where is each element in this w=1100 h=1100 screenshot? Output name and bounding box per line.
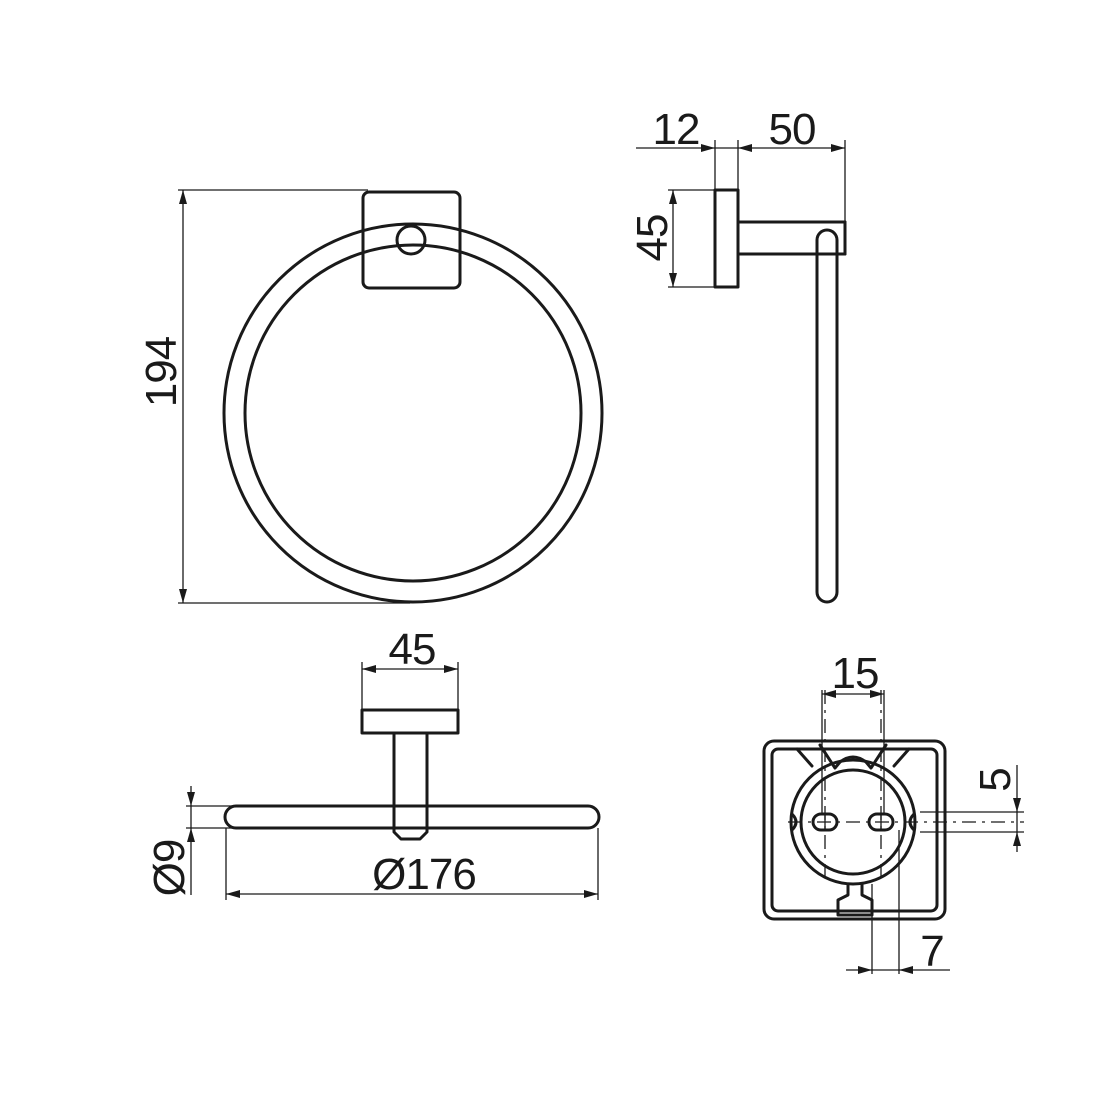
back-view: 15 5 7	[762, 649, 1024, 976]
mount-knob	[395, 224, 427, 256]
top-view: 45 Ø9 Ø176	[145, 625, 601, 900]
arrow-head	[584, 890, 598, 898]
arrow-head	[858, 966, 872, 974]
arrow-head	[870, 690, 884, 698]
arrow-head	[362, 665, 376, 673]
arrow-head	[1013, 798, 1021, 812]
side-view: 12 50 45	[628, 105, 847, 604]
plate-height-label: 45	[628, 215, 677, 262]
top-plate-width-label: 45	[389, 625, 436, 674]
hole-spacing-label: 15	[832, 649, 879, 698]
arrow-head	[831, 144, 845, 152]
ring-outer	[222, 222, 604, 604]
front-view: 194	[137, 189, 604, 604]
screw-hole-right	[867, 812, 895, 832]
arrow-head	[701, 144, 715, 152]
arrow-head	[669, 190, 677, 204]
top-notch	[818, 743, 888, 770]
hole-offset-label: 5	[971, 768, 1020, 791]
back-plate-outer	[762, 739, 947, 921]
plate-thickness-label: 12	[653, 105, 700, 154]
arrow-head	[187, 828, 195, 842]
arrow-head	[738, 144, 752, 152]
projection-label: 50	[769, 105, 816, 154]
ring-inner	[243, 243, 583, 583]
set-screw	[836, 882, 874, 917]
ring-diameter-label: Ø176	[372, 850, 476, 899]
arrow-head	[179, 190, 187, 204]
ring-side-profile	[815, 228, 839, 604]
top-wall-plate	[360, 708, 460, 735]
arrow-head	[226, 890, 240, 898]
side-wall-plate	[713, 188, 740, 289]
wedge-line	[795, 747, 814, 768]
rod-diameter-label: Ø9	[145, 840, 194, 897]
arrow-head	[899, 966, 913, 974]
arrow-head	[444, 665, 458, 673]
arrow-head	[669, 273, 677, 287]
wedge-line	[892, 747, 911, 768]
arrow-head	[822, 690, 836, 698]
slot-width-label: 7	[920, 927, 943, 976]
back-plate-inner	[770, 747, 939, 913]
screw-hole-left	[811, 812, 839, 832]
height-label: 194	[137, 336, 186, 407]
arrow-head	[187, 792, 195, 806]
top-arm	[392, 731, 429, 841]
arrow-head	[179, 589, 187, 603]
wall-plate	[361, 190, 462, 290]
arrow-head	[1013, 832, 1021, 846]
ring-top-profile	[223, 804, 601, 830]
